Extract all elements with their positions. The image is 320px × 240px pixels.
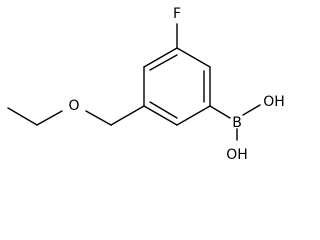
bond-o-ch2 [36, 110, 63, 126]
ring-double-bond-top [149, 54, 178, 71]
atom-label-layer: F O B OH OH [68, 6, 284, 163]
bond-c-ch2 [110, 105, 145, 126]
ring-bond-c6-c1 [143, 47, 178, 68]
bond-ch2-ch3 [7, 107, 38, 126]
fluorine-label: F [173, 6, 181, 22]
bond-ch2-o [85, 110, 112, 126]
bond-c-b [209, 105, 231, 119]
hydroxyl-bottom-label: OH [226, 147, 248, 163]
bond-b-oh-top [242, 104, 261, 116]
ring-bond-c3-c4 [176, 105, 211, 126]
chemical-structure: F O B OH OH [7, 6, 285, 163]
ring-bond-c4-c5 [143, 105, 178, 126]
ring-bond-c1-c2 [176, 47, 211, 68]
oxygen-label: O [68, 98, 79, 114]
ring-double-bond-bottom [149, 101, 178, 119]
bond-layer [7, 23, 261, 141]
hydroxyl-top-label: OH [263, 94, 285, 110]
boron-label: B [232, 115, 242, 131]
